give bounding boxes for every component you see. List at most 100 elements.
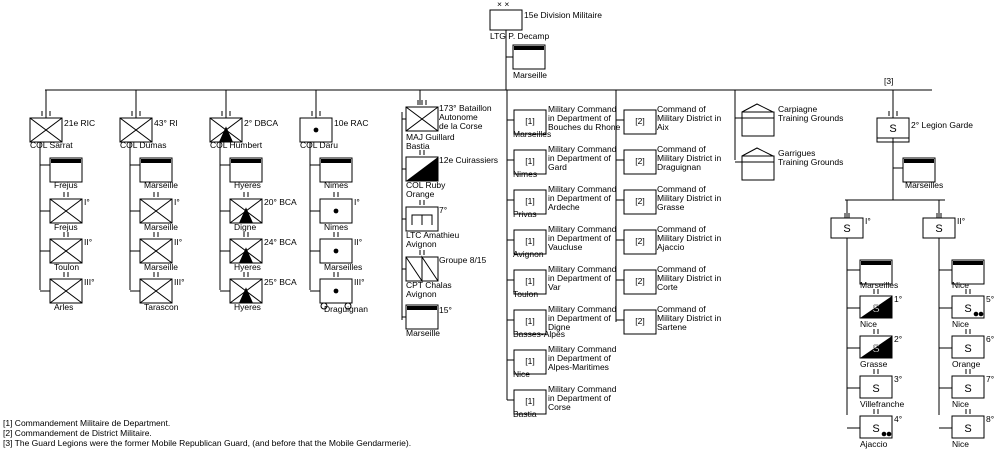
- battalion-label: III°: [354, 277, 364, 287]
- hq-bar: [231, 159, 261, 163]
- hq-bar: [141, 159, 171, 163]
- district-symbol: [623, 109, 657, 135]
- department-tag: [1]: [525, 316, 534, 326]
- battalion-location: Draguignan: [324, 304, 368, 314]
- regiment-hq-location: Frejus: [54, 180, 78, 190]
- department-symbol: [513, 149, 547, 175]
- district-name: Draguignan: [657, 162, 701, 172]
- department-name: in Department of: [548, 193, 611, 203]
- district-symbol: [623, 269, 657, 295]
- battalion-label: 25° BCA: [264, 277, 297, 287]
- department-tag: [1]: [525, 276, 534, 286]
- mountain-icon: [239, 207, 253, 223]
- support-unit-name: 173° Bataillon: [439, 103, 492, 113]
- battalion-label: III°: [174, 277, 184, 287]
- company-symbol: [859, 375, 893, 399]
- regiment-name: 21e RIC: [64, 118, 95, 128]
- department-name: in Department of: [548, 273, 611, 283]
- battalion-location: Marseille: [144, 262, 178, 272]
- infantry-cross: [405, 106, 439, 132]
- district-name: Command of: [657, 224, 706, 234]
- district-name: Ajaccio: [657, 242, 685, 252]
- regiment-hq-location: Marseille: [144, 180, 178, 190]
- hq-bar: [904, 159, 934, 163]
- wheel-icon: [881, 431, 887, 437]
- artillery-icon: [333, 208, 339, 214]
- department-symbol: [513, 269, 547, 295]
- company-symbol: [951, 415, 985, 439]
- support-location: Marseille: [406, 328, 440, 338]
- support-unit-name: 12e Cuirassiers: [439, 155, 498, 165]
- training-roof-icon: [741, 103, 774, 113]
- company-location: Ajaccio: [860, 439, 888, 449]
- footnote-2: [2] Commandement de District Militaire.: [3, 428, 152, 438]
- half-fill: [860, 336, 892, 358]
- support-unit-name: de la Corse: [439, 121, 483, 131]
- district-tag: [2]: [635, 316, 644, 326]
- department-name: in Department of: [548, 393, 611, 403]
- company-letter: S: [964, 383, 971, 395]
- support-location: Bastia: [406, 141, 430, 151]
- company-location: Grasse: [860, 359, 888, 369]
- department-symbol: [513, 229, 547, 255]
- battalion-label: 20° BCA: [264, 197, 297, 207]
- hq-bar: [861, 261, 891, 265]
- company-letter: S: [872, 303, 879, 315]
- regiment-hq-location: Hyeres: [234, 180, 261, 190]
- echelon-mark: × ×: [497, 0, 509, 9]
- hq-bar: [321, 159, 351, 163]
- company-label: 7°: [986, 374, 994, 384]
- department-location: Privas: [513, 209, 537, 219]
- district-name: Grasse: [657, 202, 685, 212]
- district-tag: [2]: [635, 276, 644, 286]
- legion-letter: S: [889, 123, 896, 135]
- battalion-location: Hyeres: [234, 262, 261, 272]
- engineer-icon: [411, 214, 433, 225]
- support-location: Avignon: [406, 289, 437, 299]
- battalion-location: Digne: [234, 222, 256, 232]
- department-name: Military Command: [548, 224, 617, 234]
- department-name: in Department of: [548, 113, 611, 123]
- artillery-icon: [333, 248, 339, 254]
- group-letter: S: [935, 223, 942, 235]
- department-name: Vaucluse: [548, 242, 583, 252]
- regiment-commander: COL Humbert: [210, 140, 263, 150]
- company-label: 3°: [894, 374, 902, 384]
- department-symbol: [513, 349, 547, 375]
- armor-icon: [406, 157, 438, 181]
- department-name: Military Command: [548, 384, 617, 394]
- wheel-icon: [978, 311, 984, 317]
- infantry-cross: [139, 238, 173, 264]
- footnote-3: [3] The Guard Legions were the former Mo…: [3, 438, 412, 448]
- department-symbol: [513, 309, 547, 335]
- wheel-icon: [886, 431, 892, 437]
- company-location: Nice: [860, 319, 877, 329]
- department-name: Ardeche: [548, 202, 580, 212]
- footnote-1: [1] Commandement Militaire de Department…: [3, 418, 171, 428]
- training-name: Garrigues: [778, 148, 815, 158]
- battalion-label: I°: [174, 197, 180, 207]
- department-location: Toulon: [513, 289, 538, 299]
- company-letter: S: [872, 343, 879, 355]
- regiment-commander: COL Dumas: [120, 140, 166, 150]
- company-letter: S: [964, 303, 971, 315]
- company-location: Nice: [952, 319, 969, 329]
- district-tag: [2]: [635, 196, 644, 206]
- support-commander: MAJ Guillard: [406, 132, 455, 142]
- infantry-cross: [49, 278, 83, 304]
- company-location: Nice: [952, 399, 969, 409]
- department-location: Marseilles: [513, 129, 551, 139]
- battalion-location: Marseilles: [324, 262, 362, 272]
- district-name: Military District in: [657, 273, 721, 283]
- department-name: Var: [548, 282, 561, 292]
- artillery-icon: [313, 127, 319, 133]
- battalion-location: Toulon: [54, 262, 79, 272]
- company-location: Villefranche: [860, 399, 905, 409]
- mountain-icon: [239, 247, 253, 263]
- battalion-label: II°: [354, 237, 362, 247]
- company-location: Orange: [952, 359, 981, 369]
- company-location: Nice: [952, 439, 969, 449]
- support-commander: CPT Chalas: [406, 280, 452, 290]
- support-unit-name: Autonome: [439, 112, 478, 122]
- department-tag: [1]: [525, 196, 534, 206]
